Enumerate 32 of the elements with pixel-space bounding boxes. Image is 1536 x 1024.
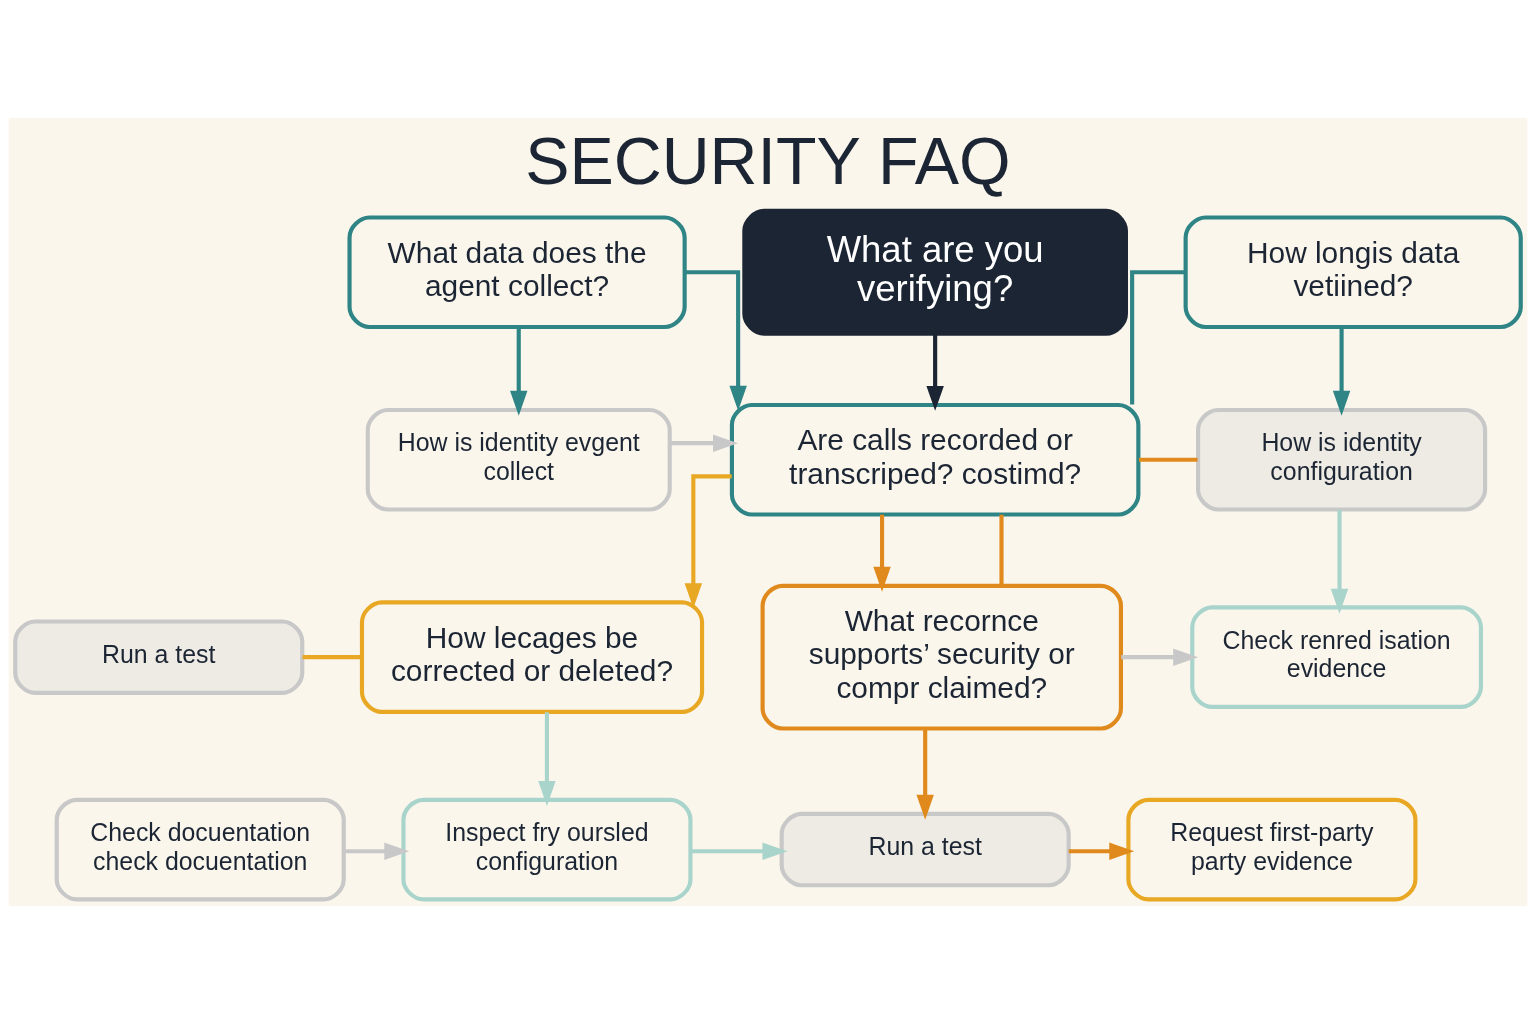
arrow [670, 434, 738, 452]
diagram-title: SECURITY FAQ [525, 124, 1011, 199]
arrow [343, 842, 410, 860]
arrow [926, 333, 944, 411]
node-box: What recornce supports’ security or compr claimed? [760, 583, 1123, 731]
node-box: How is identity evgent collect [365, 407, 672, 512]
connector [1138, 457, 1198, 462]
node-box: Request first-party party evidence [1126, 797, 1418, 902]
node-box: Run a test [779, 811, 1071, 888]
connector [1130, 270, 1186, 405]
arrow [916, 728, 934, 820]
node-box: Are calls recorded or transcriped? costimd? [729, 402, 1141, 517]
node-box: How lecages be corrected or deleted? [359, 600, 705, 714]
arrow [538, 712, 556, 806]
node-box: Inspect fry oursled configuration [401, 797, 693, 902]
arrow [510, 327, 528, 416]
arrow [1068, 842, 1135, 860]
node-box: What data does the agent collect? [347, 215, 687, 330]
arrow [1330, 509, 1349, 614]
arrow [685, 270, 747, 411]
arrow [1121, 648, 1199, 666]
arrow [690, 842, 788, 860]
node-box: How longis data vetiined? [1183, 215, 1523, 330]
node-box: What are you verifying? [742, 208, 1128, 336]
connector [302, 655, 362, 660]
node-box: Run a test [13, 619, 305, 695]
node-box: Check docuentation check docuentation [54, 797, 346, 902]
node-box: Check renred isation evidence [1190, 605, 1483, 709]
arrow [873, 514, 891, 592]
connector [999, 514, 1004, 586]
node-box: How is identity configuration [1196, 407, 1488, 512]
arrow [1332, 327, 1351, 416]
